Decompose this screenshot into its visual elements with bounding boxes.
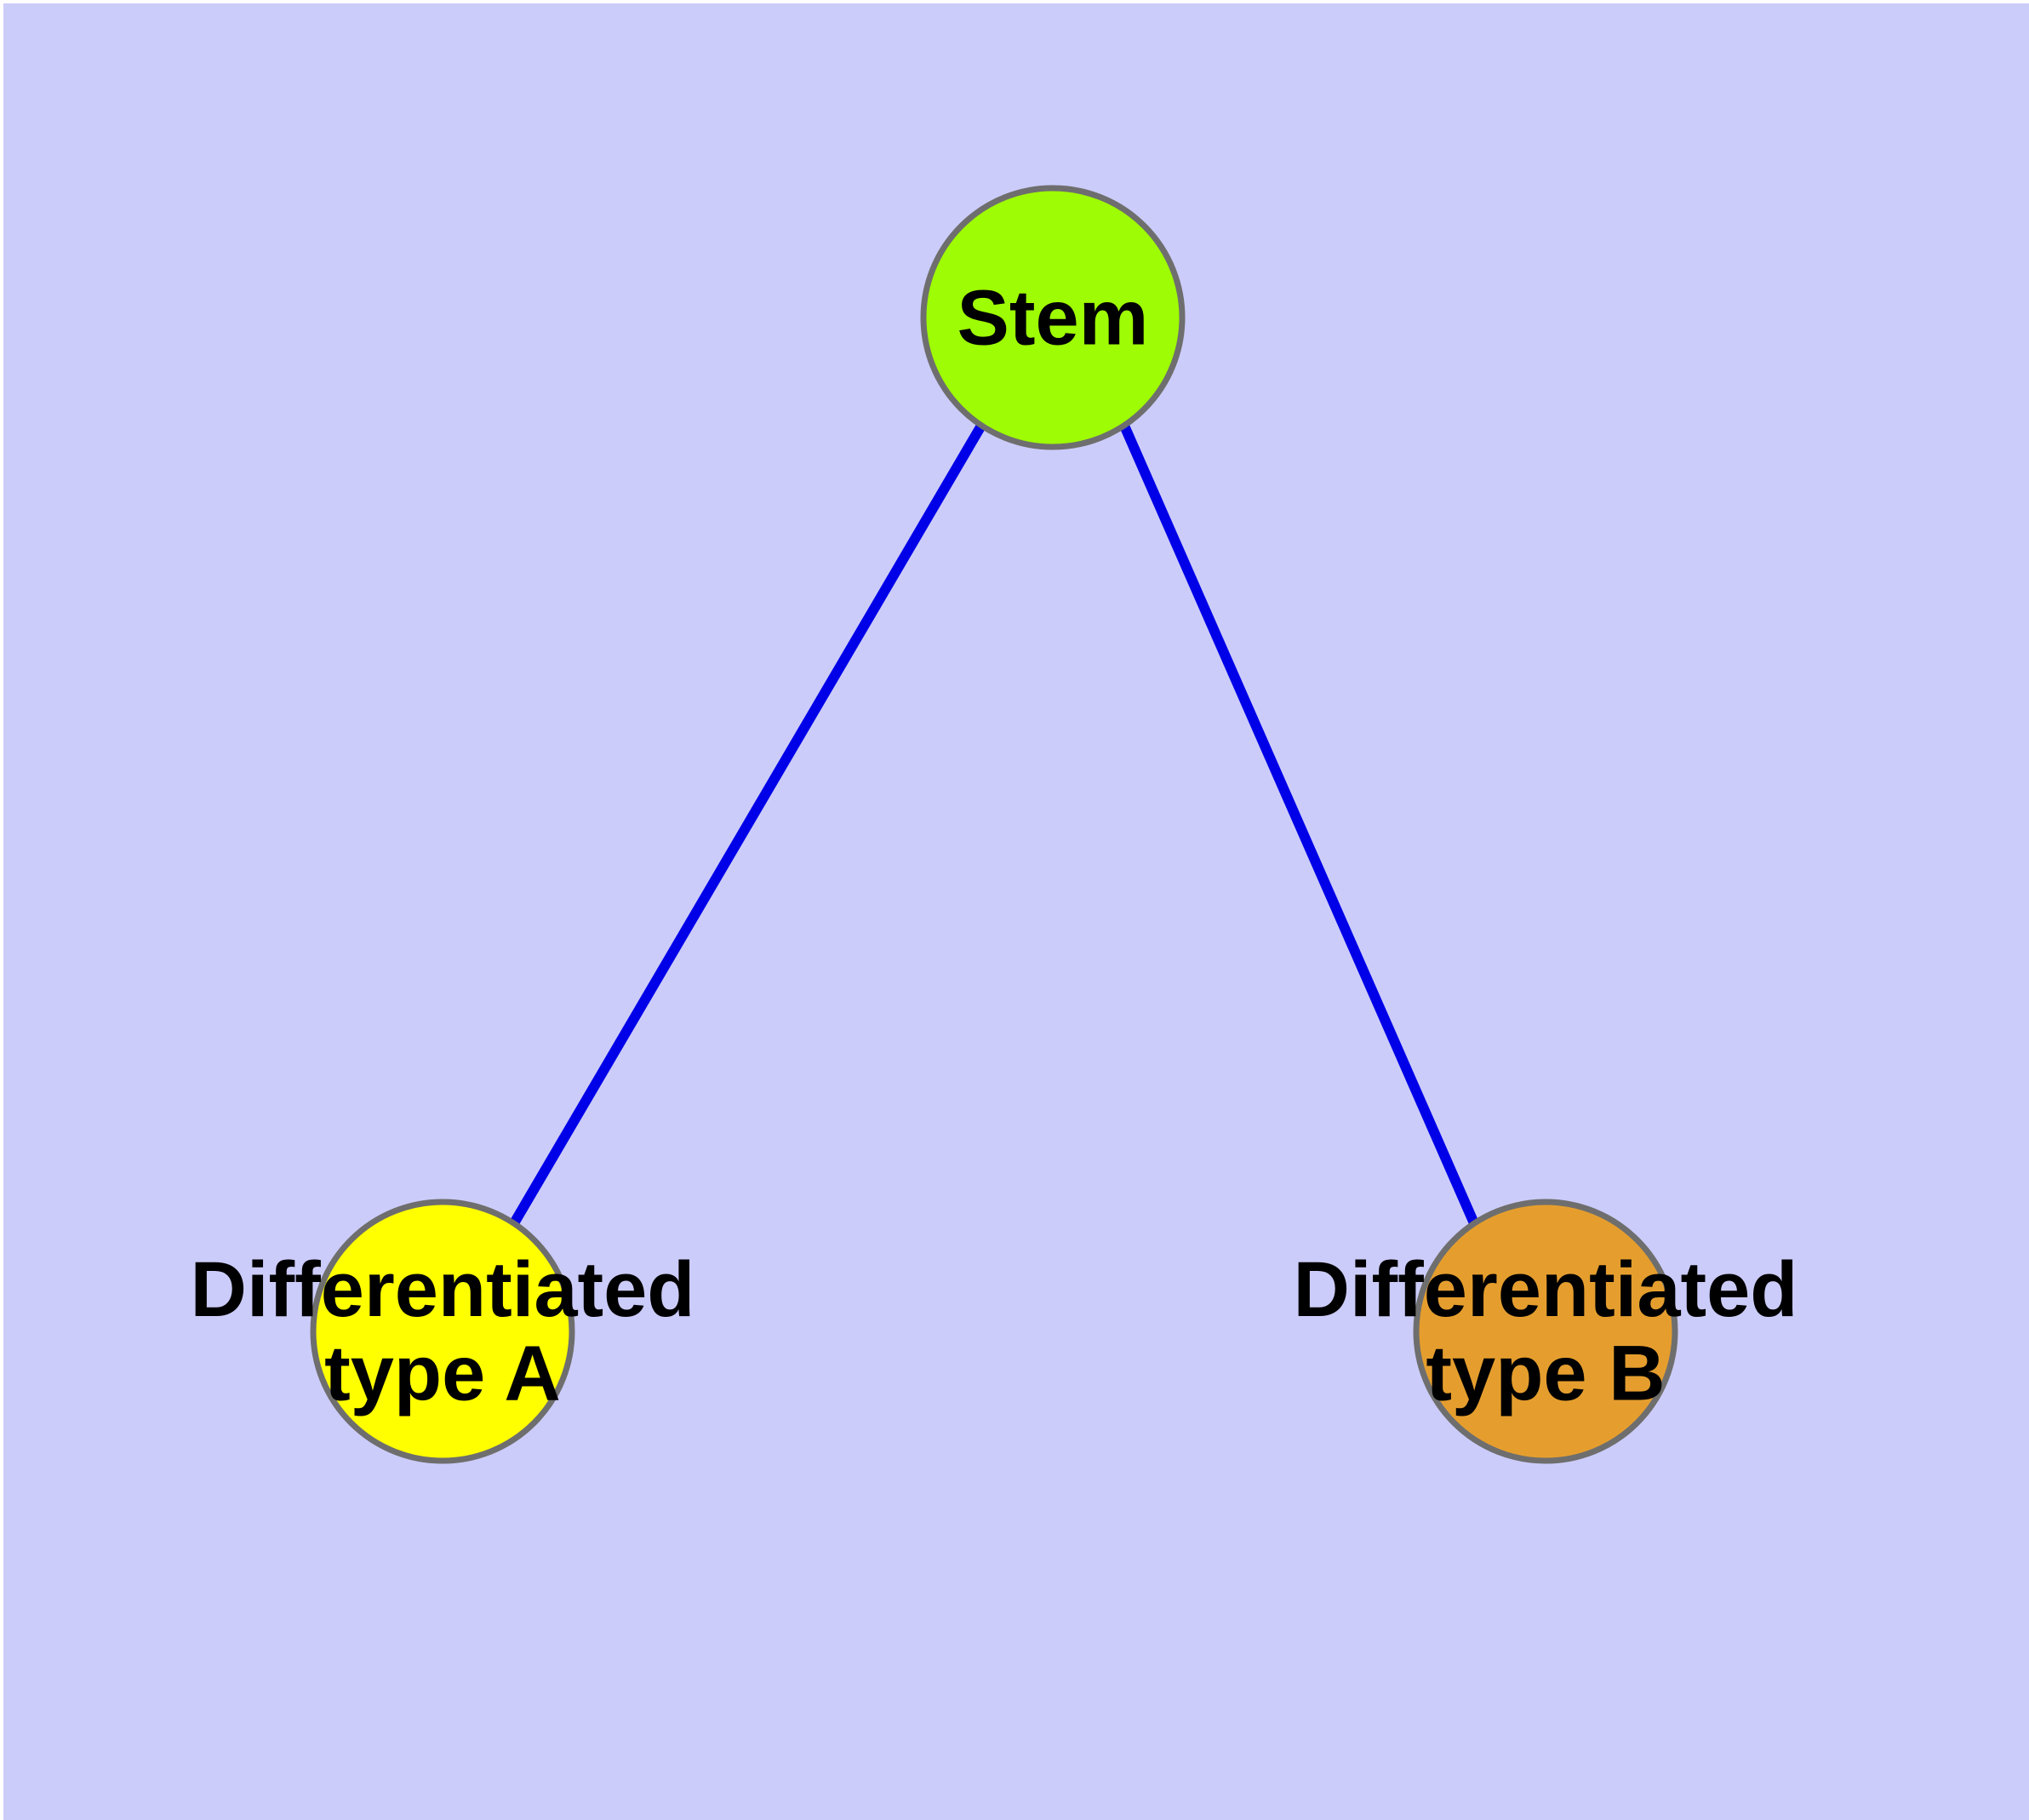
node-stem[interactable]: [920, 185, 1186, 450]
edge-stem-to-differentiated-type-b[interactable]: [1119, 423, 1479, 1226]
node-label-stem: Stem: [957, 274, 1149, 361]
node-differentiated-type-a[interactable]: [310, 1199, 575, 1464]
edge-stem-to-differentiated-type-a[interactable]: [509, 422, 986, 1227]
node-label-line: Stem: [957, 274, 1149, 361]
node-label-line: type B: [1426, 1331, 1665, 1417]
node-label-line: type A: [324, 1331, 561, 1417]
node-label-line: Differentiated: [191, 1246, 695, 1333]
edges-group: [509, 422, 1479, 1227]
node-label-line: Differentiated: [1294, 1246, 1798, 1333]
nodes-group: [310, 185, 1678, 1464]
node-differentiated-type-b[interactable]: [1413, 1199, 1678, 1464]
